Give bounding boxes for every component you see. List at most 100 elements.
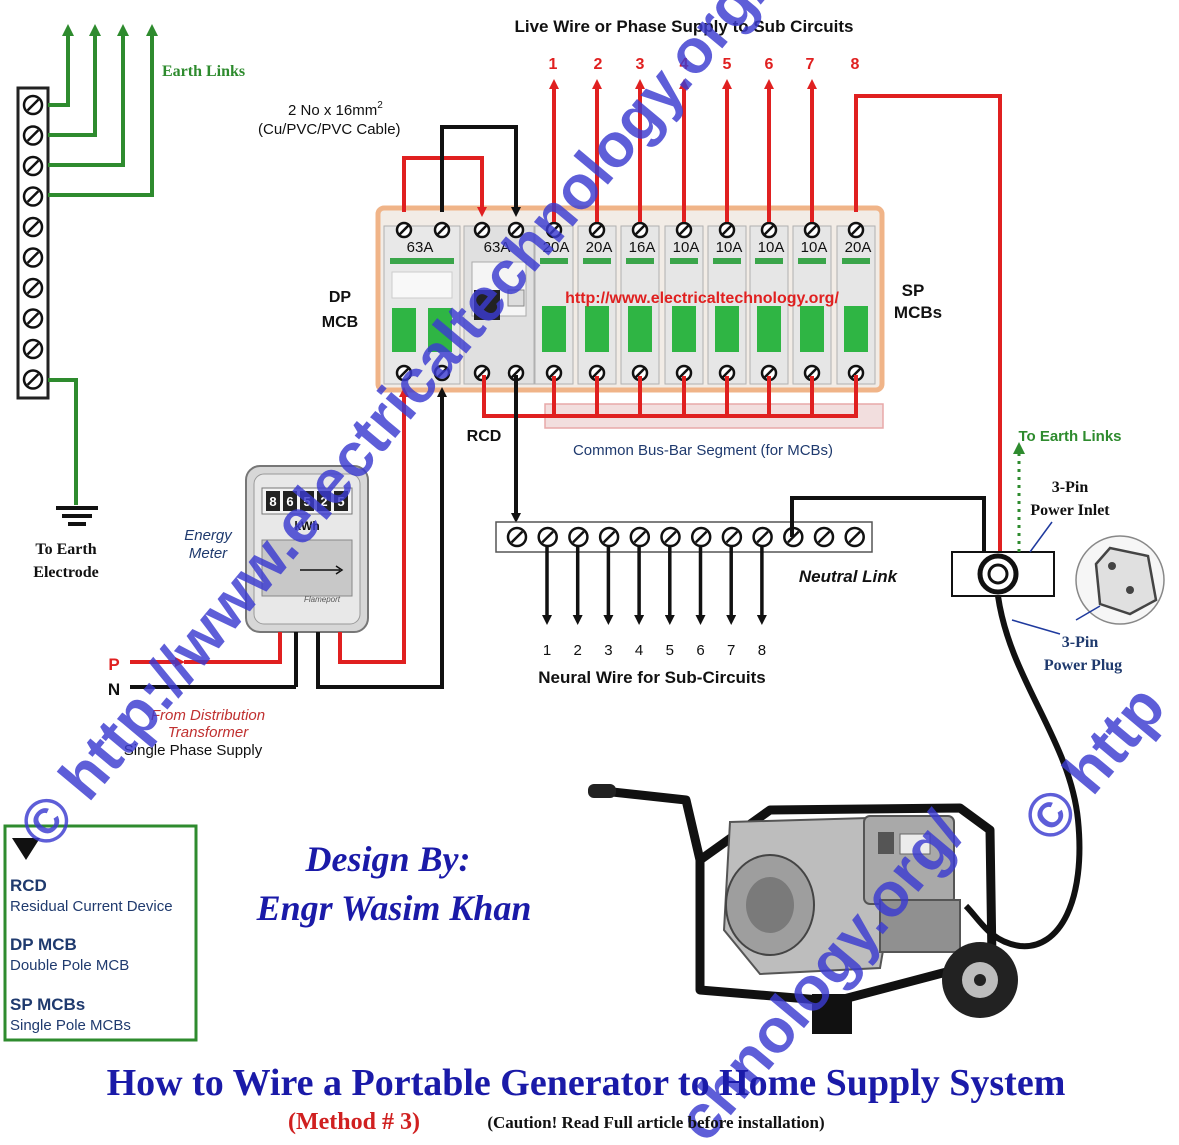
- earth-screws: [22, 94, 44, 390]
- earth-screw-slot: [26, 373, 40, 386]
- footer-title: How to Wire a Portable Generator to Home…: [107, 1062, 1066, 1104]
- electrode-label: Electrode: [33, 564, 98, 581]
- generator-neutral-wire: [790, 496, 986, 555]
- sp-bottom-terminal-slot: [591, 367, 603, 379]
- mcb-label: MCB: [322, 314, 358, 331]
- bottom-terminal-slot: [436, 367, 448, 379]
- meter-digit-box: [334, 491, 348, 511]
- meter-label-1: Energy: [184, 527, 233, 544]
- live-circuit-number: 4: [680, 56, 689, 73]
- power-plug-icon: [1075, 535, 1165, 625]
- neutral-screw-slot: [848, 530, 861, 544]
- sp-mcb-rating: 20A: [543, 239, 570, 256]
- earth-screw-slot: [26, 98, 40, 112]
- rcd-label: RCD: [467, 428, 502, 445]
- neutral-screw-slot: [664, 530, 677, 544]
- sp-mcb-toggle: [672, 306, 696, 352]
- legend-rcd-full: Residual Current Device: [10, 898, 173, 915]
- transformer-label: Transformer: [168, 724, 250, 741]
- meter-digit: 2: [320, 494, 327, 509]
- sp-top-terminal-slot: [806, 224, 818, 236]
- sp-mcb-rating: 10A: [673, 239, 700, 256]
- neutral-link-bar: [495, 521, 873, 553]
- neutral-screw-slot: [541, 530, 554, 544]
- busbar-label: Common Bus-Bar Segment (for MCBs): [573, 442, 833, 459]
- sp-mcb-group: [534, 225, 876, 385]
- neutral-wires: [542, 546, 767, 625]
- legend-sp-abbr: SP MCBs: [10, 995, 85, 1014]
- top-terminal-slot: [436, 224, 448, 236]
- neutral-screw-slot: [756, 530, 769, 544]
- sp-mcb-rating: 10A: [716, 239, 743, 256]
- plug-pointer-2: [1011, 619, 1061, 635]
- legend-sp-full: Single Pole MCBs: [10, 1017, 131, 1034]
- neutral-screw-slot: [817, 530, 831, 544]
- neutral-screw-slot: [510, 530, 524, 544]
- sp-mcb-stripe: [626, 258, 654, 264]
- sp-mcb-rating: 10A: [801, 239, 828, 256]
- ground-symbol: [56, 506, 98, 526]
- sp-mcb-toggle: [628, 306, 652, 352]
- legend-triangle-icon: [12, 838, 40, 860]
- sp-mcb-body: [620, 225, 660, 385]
- neutral-sub-label: Neural Wire for Sub-Circuits: [538, 668, 766, 687]
- sp-mcb-body: [664, 225, 704, 385]
- inlet-label-1: 3-Pin: [1052, 479, 1089, 496]
- sp-mcb-stripe: [842, 258, 870, 264]
- live-wire-title: Live Wire or Phase Supply to Sub Circuit…: [515, 17, 854, 36]
- live-circuit-number: 5: [723, 56, 732, 73]
- neutral-screws: [506, 526, 865, 548]
- earth-screw-slot: [26, 220, 40, 234]
- plug-label-1: 3-Pin: [1062, 634, 1099, 651]
- neutral-circuit-number: 6: [696, 642, 704, 659]
- meter-digit: 5: [303, 494, 310, 509]
- sp-mcb-rating: 20A: [586, 239, 613, 256]
- sp-mcb-body: [577, 225, 617, 385]
- sp-mcb-stripe: [670, 258, 698, 264]
- generator-icon: [588, 784, 1018, 1034]
- sp-mcb-body: [836, 225, 876, 385]
- from-distribution-label: From Distribution: [151, 707, 265, 724]
- sp-mcb-toggle: [585, 306, 609, 352]
- sp-bottom-terminal-slot: [634, 367, 646, 379]
- sp-bottom-terminal-slot: [850, 367, 862, 379]
- earth-screw-slot: [26, 342, 40, 356]
- sp-mcb-stripe: [540, 258, 568, 264]
- sp-top-terminal-slot: [548, 224, 560, 236]
- meter-brand: Flameport: [304, 595, 341, 604]
- footer-method: (Method # 3): [288, 1109, 420, 1135]
- earth-screw-slot: [26, 281, 40, 295]
- busbar-drops: [552, 376, 858, 416]
- plug-label-2: Power Plug: [1044, 657, 1122, 674]
- meter-digit-box: [283, 491, 297, 511]
- meter-digit-box: [300, 491, 314, 511]
- earth-links-label: Earth Links: [162, 63, 245, 80]
- cable-type-label: (Cu/PVC/PVC Cable): [258, 121, 401, 138]
- sp-bottom-terminal-slot: [806, 367, 818, 379]
- live-circuit-number: 6: [765, 56, 774, 73]
- single-phase-label: Single Phase Supply: [124, 742, 263, 759]
- meter-digit: 8: [269, 494, 276, 509]
- sp-mcb-rating: 20A: [845, 239, 872, 256]
- legend-dp-full: Double Pole MCB: [10, 957, 129, 974]
- dp-mcb: [383, 225, 461, 385]
- sp-bottom-terminal-slot: [721, 367, 733, 379]
- top-terminal-slot: [398, 224, 410, 236]
- meter-label-2: Meter: [189, 545, 228, 562]
- board-terminals: [395, 221, 865, 382]
- mcbs-label: MCBs: [894, 303, 942, 322]
- inlet-pointer: [1029, 521, 1053, 553]
- inlet-label-2: Power Inlet: [1030, 502, 1110, 519]
- bottom-terminal-slot: [510, 367, 522, 379]
- cable-label: 2 No x 16mm2: [288, 100, 383, 119]
- dp-mcb-rating: 63A: [407, 239, 434, 256]
- earth-screw-slot: [26, 312, 40, 325]
- sp-mcb-toggle: [757, 306, 781, 352]
- sp-mcb-stripe: [798, 258, 826, 264]
- meter-unit: kWh: [294, 519, 319, 533]
